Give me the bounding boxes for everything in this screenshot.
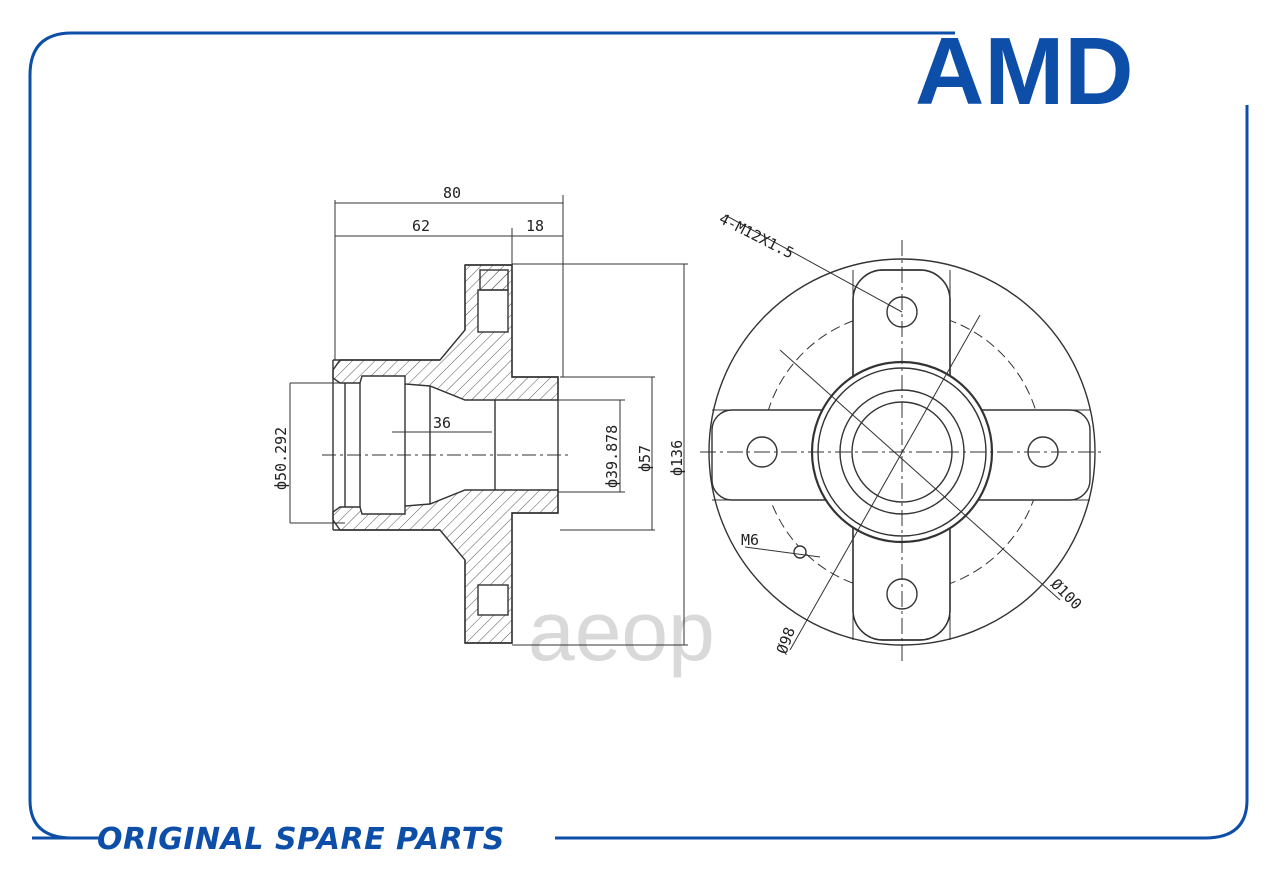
dim-80: 80 <box>443 184 461 202</box>
dim-bolt-spec: 4-M12X1.5 <box>716 210 797 263</box>
dim-spigot-diameter: ф57 <box>636 445 654 472</box>
dim-pcd-inner: Ø98 <box>773 625 799 657</box>
amd-logo: AMD <box>915 18 1134 125</box>
side-view-dimension-lines <box>289 195 688 646</box>
dim-bore-diameter: ф50.292 <box>272 427 290 490</box>
side-section-view <box>322 264 570 644</box>
dim-inner-diameter: ф39.878 <box>603 425 621 488</box>
page-frame <box>28 31 1249 840</box>
logo-text: AMD <box>915 18 1134 125</box>
dim-flange-diameter: ф136 <box>668 440 686 476</box>
dim-18: 18 <box>526 217 544 235</box>
dim-62: 62 <box>412 217 430 235</box>
dim-36: 36 <box>433 414 451 432</box>
footer-tagline: ORIGINAL SPARE PARTS <box>97 822 505 857</box>
dim-aux-hole: M6 <box>741 531 759 549</box>
front-view <box>700 214 1105 665</box>
watermark: aeop <box>528 584 715 678</box>
